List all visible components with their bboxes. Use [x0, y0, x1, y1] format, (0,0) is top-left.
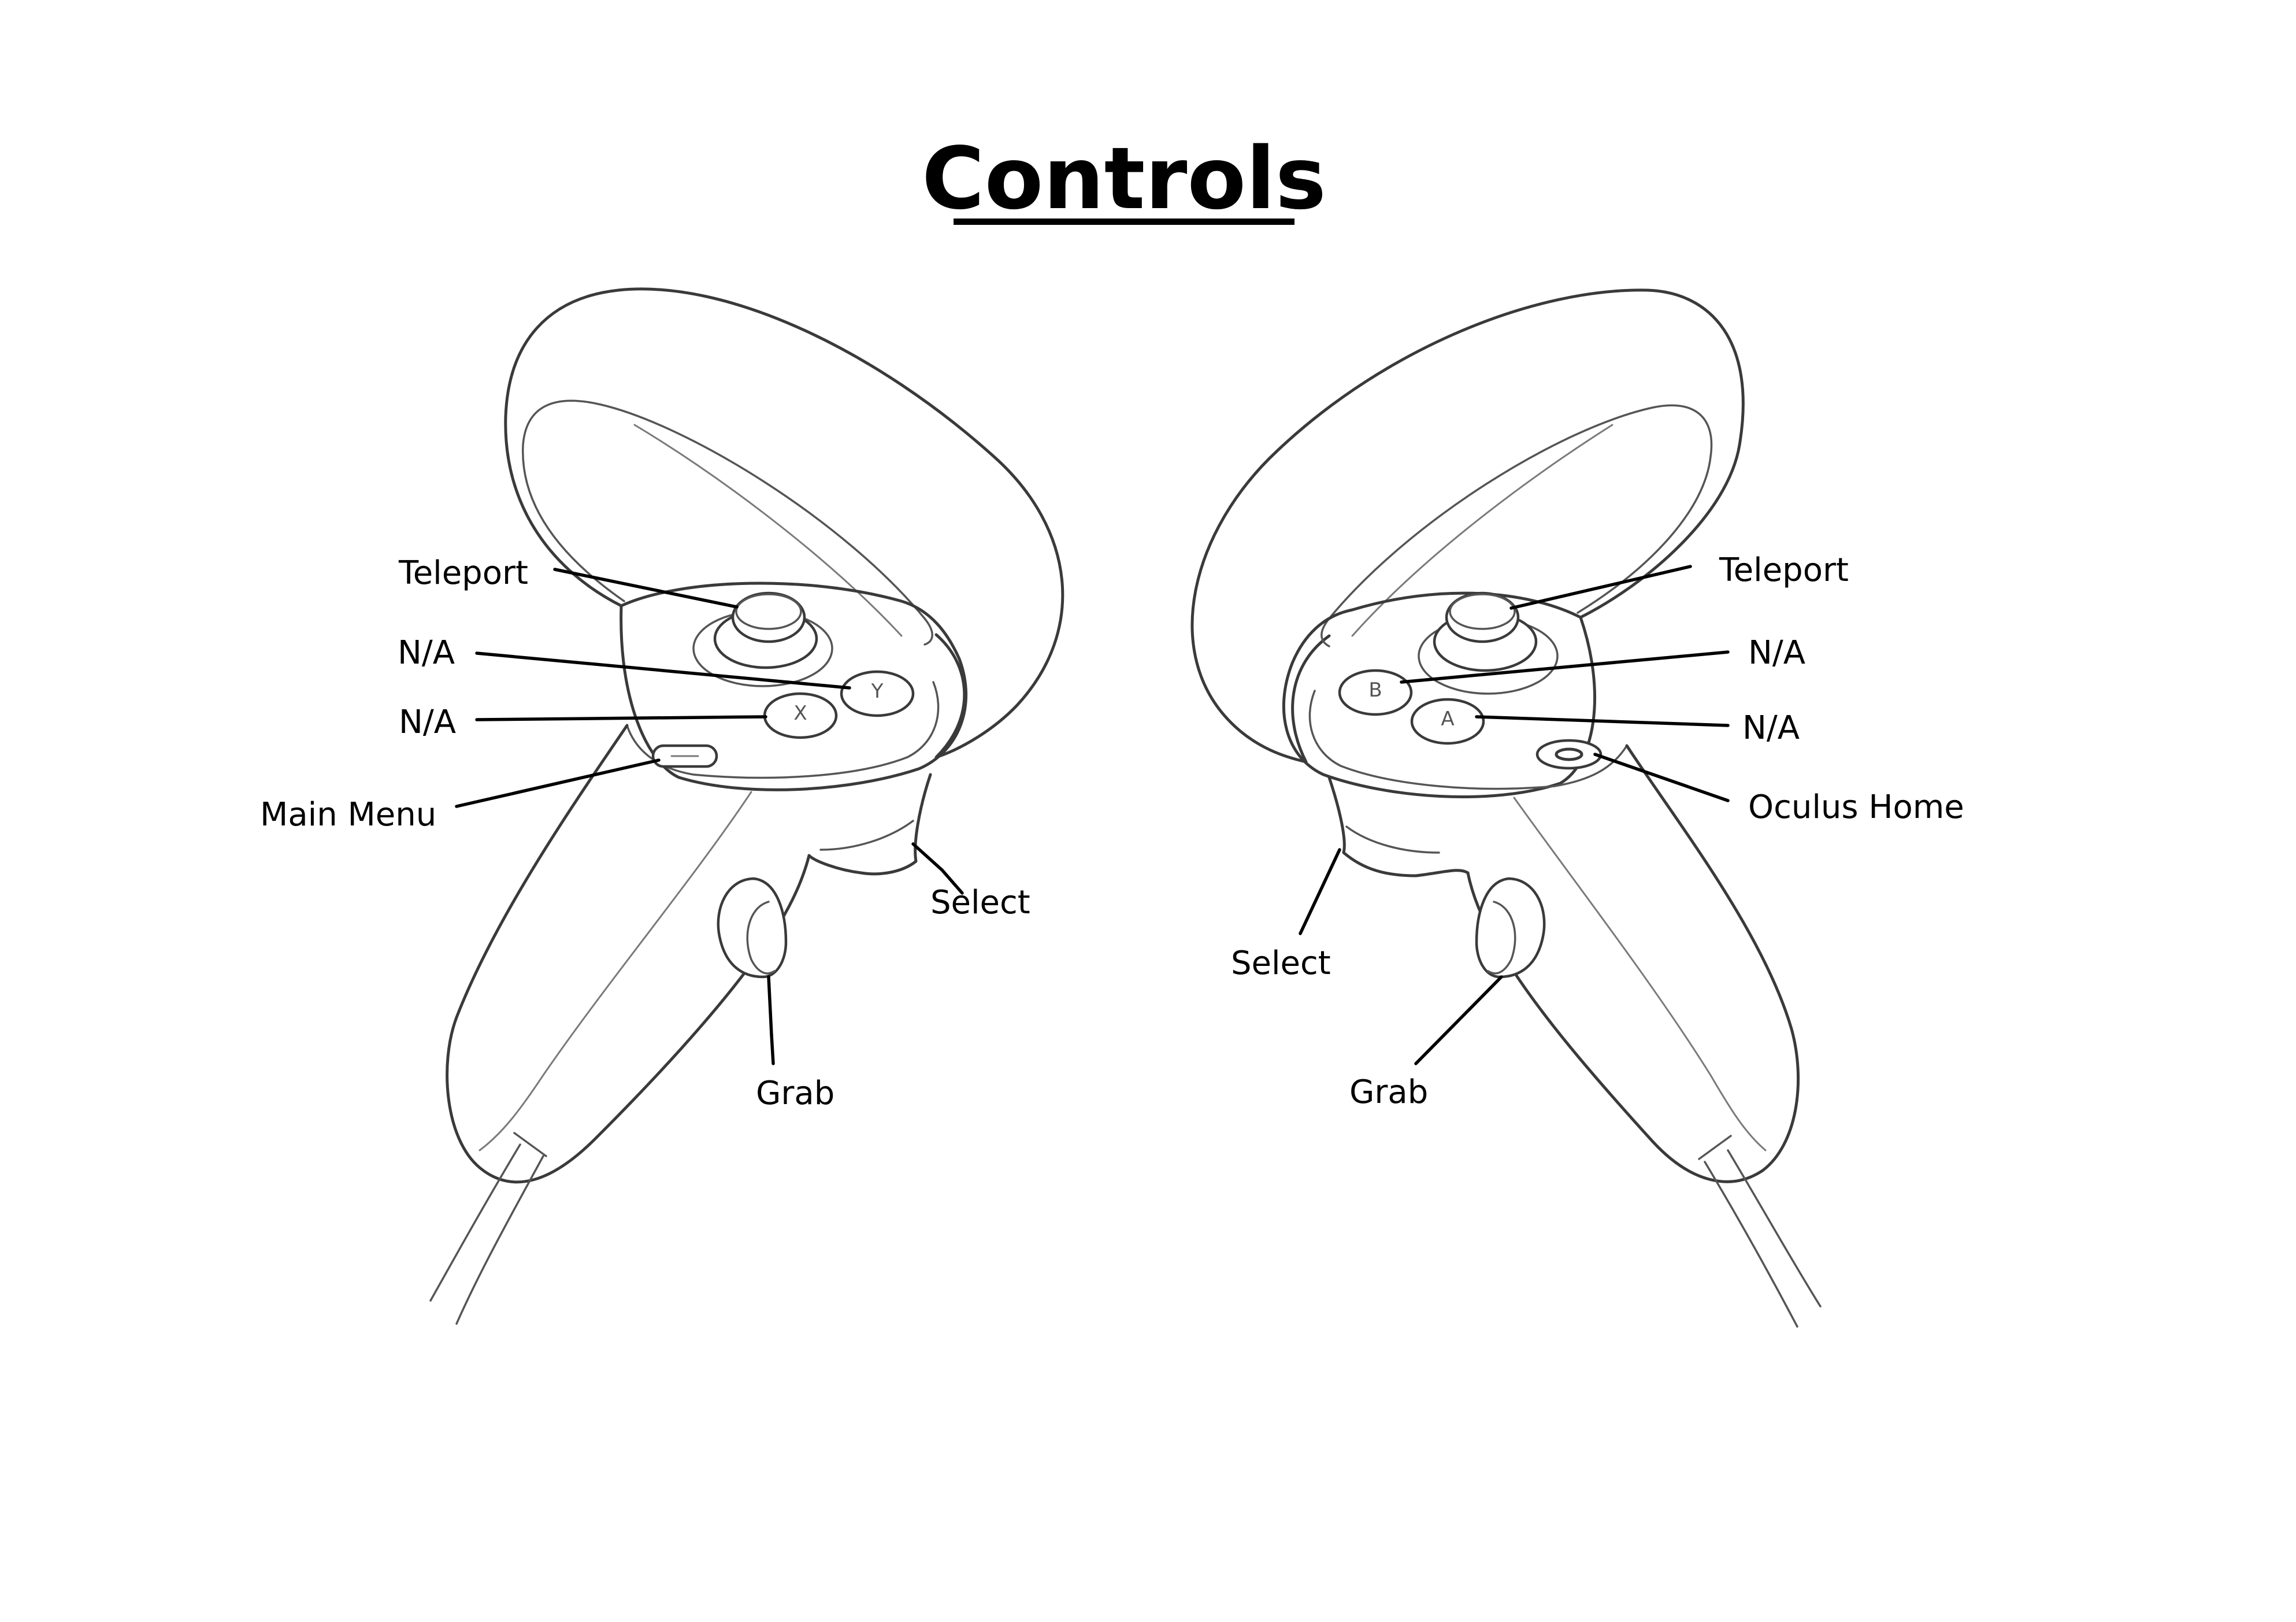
right-oculus-button[interactable] — [1535, 739, 1603, 770]
right-cable-b — [1704, 1161, 1798, 1328]
right-cable-a — [1727, 1149, 1822, 1308]
right-ring-inner — [1321, 404, 1713, 647]
left-ring-inner-edge — [633, 424, 903, 637]
right-label-trigger: Select — [1231, 945, 1331, 982]
left-grip-leader-b — [770, 1033, 775, 1065]
left-leaders — [455, 568, 964, 1065]
left-ring-inner — [522, 399, 933, 646]
right-oculus-button-mark — [1555, 747, 1583, 761]
left-label-trigger: Select — [930, 884, 1030, 921]
right-teleport-leader — [1509, 565, 1692, 610]
right-label-b: N/A — [1748, 634, 1805, 672]
left-teleport-leader — [553, 568, 739, 609]
right-controller-drawing: B A — [1190, 288, 1822, 1328]
right-a-button[interactable] — [1410, 698, 1485, 745]
left-handle-seam — [479, 791, 752, 1151]
right-oculus-leader — [1593, 753, 1730, 802]
left-labels: Teleport N/A N/A Main Menu Select Grab — [260, 554, 1030, 1112]
right-a-leader — [1475, 715, 1730, 727]
right-b-leader — [1400, 650, 1730, 684]
right-label-grip: Grab — [1349, 1073, 1428, 1111]
right-label-a: N/A — [1742, 709, 1800, 747]
left-grip-button-face — [746, 901, 776, 975]
left-grip-leader — [767, 975, 773, 1036]
title-group: Controls — [922, 129, 1326, 228]
left-trigger-leader — [911, 842, 944, 872]
left-label-grip: Grab — [756, 1075, 834, 1112]
left-cable-a — [429, 1143, 521, 1302]
left-label-teleport: Teleport — [398, 554, 528, 592]
right-a-glyph: A — [1441, 708, 1454, 731]
right-thumbstick-cap-top — [1449, 593, 1516, 630]
right-label-oculus: Oculus Home — [1748, 788, 1964, 826]
right-b-glyph: B — [1368, 679, 1382, 702]
right-handle-seam — [1513, 797, 1767, 1151]
left-trigger-leader-b — [940, 868, 964, 895]
right-grip-button-face — [1487, 901, 1516, 975]
right-leaders — [1299, 565, 1730, 1065]
right-grip-leader — [1414, 975, 1503, 1065]
right-face-plate-inner — [1308, 690, 1628, 790]
right-labels: Teleport N/A N/A Oculus Home Select Grab — [1231, 551, 1964, 1111]
left-controller-drawing: Y X — [429, 287, 1064, 1325]
left-trigger[interactable] — [807, 773, 932, 876]
left-x-leader — [475, 715, 767, 721]
left-y-leader — [475, 651, 851, 690]
page-title: Controls — [922, 129, 1326, 228]
right-label-teleport: Teleport — [1719, 551, 1849, 589]
left-label-y: N/A — [398, 634, 455, 672]
left-label-x: N/A — [399, 703, 456, 741]
left-thumbstick-cap[interactable] — [731, 591, 806, 643]
left-y-button[interactable] — [840, 670, 915, 717]
left-trigger-inner — [819, 820, 914, 851]
right-b-button[interactable] — [1338, 669, 1413, 716]
right-trigger-leader — [1299, 848, 1341, 935]
right-ring-outer — [1190, 288, 1745, 764]
left-x-glyph: X — [793, 702, 807, 725]
left-cable-collar — [513, 1132, 547, 1157]
left-thumbstick-cap-top — [735, 593, 802, 630]
right-trigger-inner — [1345, 825, 1440, 854]
left-grip-button[interactable] — [717, 877, 788, 979]
left-y-glyph: Y — [871, 680, 884, 703]
left-ring-outer — [504, 287, 1064, 759]
right-cable-collar — [1698, 1135, 1732, 1160]
left-label-menu: Main Menu — [260, 796, 436, 834]
left-menu-leader — [455, 758, 661, 808]
right-face-plate — [1282, 591, 1597, 798]
left-cable-b — [455, 1155, 544, 1325]
right-trigger[interactable] — [1327, 776, 1470, 877]
right-thumbstick-cap[interactable] — [1445, 591, 1520, 643]
title-underline — [954, 219, 1294, 225]
